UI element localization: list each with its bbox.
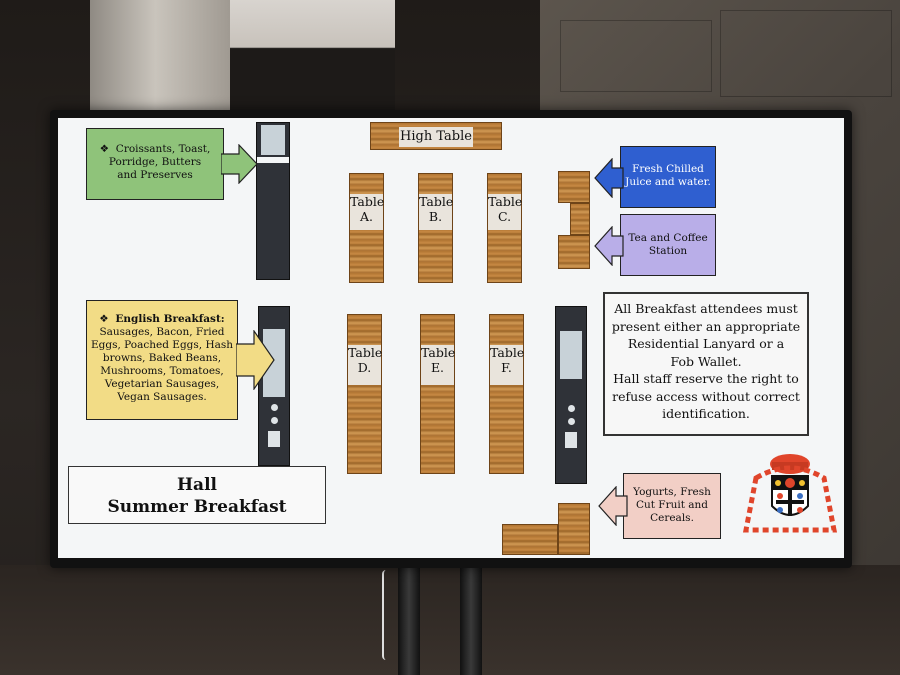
english-breakfast-station-label: ❖ English Breakfast: Sausages, Bacon, Fr… [86,300,238,420]
monitor-cable [382,570,390,660]
serving-counter-right [555,306,587,484]
croissants-arrow-icon [221,144,258,184]
background-curtain [90,0,235,120]
yogurt-counter-horizontal [502,524,558,555]
background-person [230,0,395,118]
high-table: High Table [370,122,502,150]
tea-coffee-station-label: Tea and Coffee Station [620,214,716,276]
monitor-stand-right [460,566,482,675]
high-table-label: High Table [399,127,473,147]
drinks-counter-middle [570,203,590,235]
drinks-counter-top [558,171,590,203]
serving-counter-bottom-left [258,306,290,466]
background-floor [0,565,900,675]
juice-arrow-icon [594,158,624,198]
juice-station-label: Fresh Chilled Juice and water. [620,146,716,208]
english-breakfast-arrow-icon [236,330,275,390]
yogurt-counter-vertical [558,503,590,555]
yogurts-station-label: Yogurts, Fresh Cut Fruit and Cereals. [623,473,721,539]
croissants-station-label: ❖ Croissants, Toast, Porridge, Butters a… [86,128,224,200]
yogurts-arrow-icon [598,486,628,526]
serving-counter-top-left [256,122,290,280]
page-title: Hall Summer Breakfast [68,466,326,524]
monitor-stand-left [398,566,420,675]
tea-coffee-arrow-icon [594,226,624,266]
college-crest-icon [742,454,838,533]
drinks-counter-bottom [558,235,590,269]
access-notice: All Breakfast attendees must present eit… [603,292,809,436]
